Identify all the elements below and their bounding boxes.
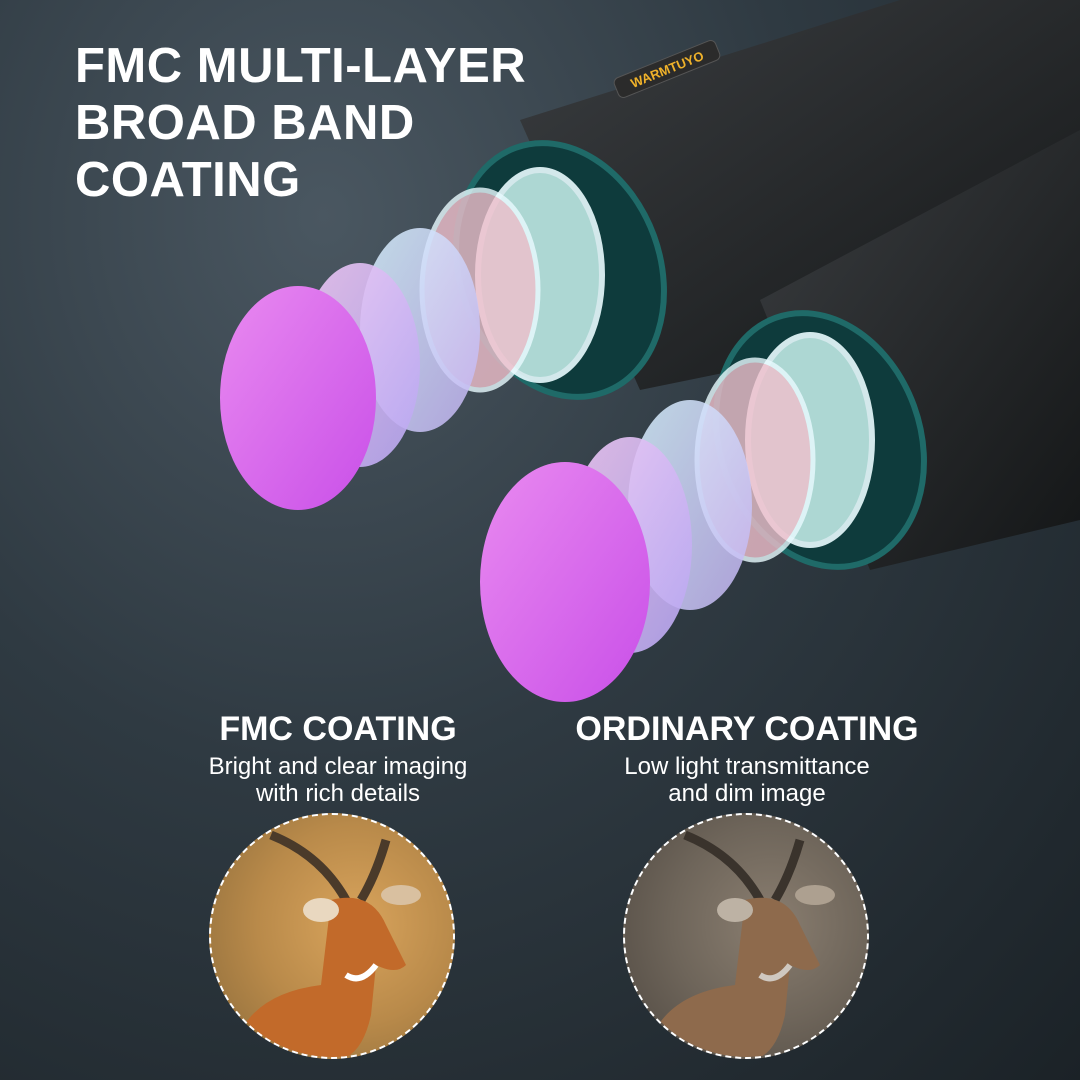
antelope-image bbox=[231, 830, 421, 1057]
fmc-desc: with rich details bbox=[255, 780, 421, 807]
headline: FMC MULTI-LAYER BROAD BAND COATING bbox=[75, 38, 526, 209]
ordinary-desc: Low light transmittance bbox=[624, 753, 870, 780]
fmc-desc: Bright and clear imaging bbox=[208, 753, 468, 780]
upper-lens-stack bbox=[220, 167, 605, 510]
antelope-image bbox=[645, 830, 835, 1057]
binoculars-illustration bbox=[220, 0, 1080, 702]
ordinary-view-image bbox=[623, 813, 869, 1059]
lower-lens-stack bbox=[480, 332, 875, 702]
headline-line: COATING bbox=[75, 153, 301, 207]
ordinary-title: ORDINARY COATING bbox=[575, 710, 919, 748]
fmc-title: FMC COATING bbox=[219, 710, 457, 748]
headline-line: FMC MULTI-LAYER bbox=[75, 39, 527, 93]
fmc-caption: FMC COATING Bright and clear imaging wit… bbox=[128, 710, 548, 807]
ordinary-caption: ORDINARY COATING Low light transmittance… bbox=[537, 710, 957, 807]
headline-line: BROAD BAND bbox=[75, 96, 415, 150]
fmc-view-image bbox=[209, 813, 455, 1059]
ordinary-desc: and dim image bbox=[668, 780, 826, 807]
